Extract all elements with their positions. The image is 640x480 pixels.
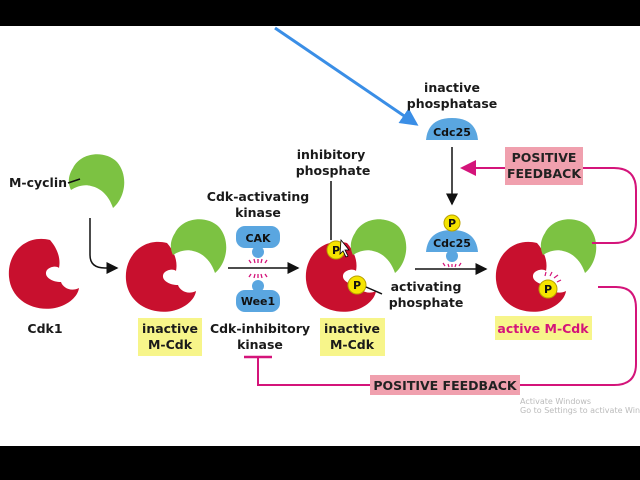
inactive-mcdk-label-box	[138, 318, 202, 356]
svg-text:P: P	[332, 244, 340, 257]
cdk-activating-kinase-label-1: Cdk-activating	[207, 189, 309, 204]
cak-enzyme: CAK	[236, 226, 280, 258]
active-mcdk-label-box	[495, 316, 592, 340]
positive-feedback-loop-bottom	[257, 286, 637, 386]
activate-windows-subtitle: Go to Settings to activate Windows.	[520, 406, 640, 415]
mouse-cursor	[339, 238, 350, 258]
cdk-inhibitory-kinase-label-1: Cdk-inhibitory	[210, 321, 310, 336]
inhibitory-phosphate-label-2: phosphate	[296, 163, 371, 178]
positive-feedback-loop-top	[460, 160, 637, 244]
cdk-inhibitory-kinase-label-2: kinase	[237, 337, 283, 352]
binding-arrow	[89, 218, 119, 274]
positive-feedback-bottom-label: POSITIVE FEEDBACK	[373, 378, 518, 393]
activity-marks	[248, 258, 268, 279]
svg-text:CAK: CAK	[245, 232, 271, 245]
wee1-enzyme: Wee1	[236, 280, 280, 312]
cdc25-active: Cdc25 P	[426, 214, 478, 262]
active-phosphate: P	[538, 279, 558, 299]
cdk1-label: Cdk1	[27, 321, 62, 336]
svg-text:P: P	[544, 283, 552, 296]
svg-text:Cdc25: Cdc25	[433, 126, 471, 139]
signal-arrow	[274, 26, 419, 126]
positive-feedback-top-line2: FEEDBACK	[507, 166, 582, 181]
cdc25-inactive: Cdc25	[426, 118, 478, 140]
svg-text:P: P	[353, 279, 361, 292]
activate-windows-title: Activate Windows	[520, 397, 591, 406]
positive-feedback-top-line1: POSITIVE	[512, 150, 577, 165]
inactive-mcdk-2-label-line1: inactive	[324, 321, 380, 336]
activating-phosphate-label-2: phosphate	[389, 295, 464, 310]
svg-text:Cdc25: Cdc25	[433, 237, 471, 250]
inactive-phosphatase-label-1: inactive	[424, 80, 480, 95]
activating-phosphate-label-1: activating	[391, 279, 462, 294]
inactive-phosphatase-label-2: phosphatase	[407, 96, 498, 111]
m-cyclin-label: M-cyclin	[9, 175, 67, 190]
slide-background	[0, 26, 640, 446]
active-mcdk-label: active M-Cdk	[497, 321, 589, 336]
positive-feedback-top-box	[505, 147, 583, 185]
svg-text:Wee1: Wee1	[241, 295, 275, 308]
activating-phosphate: P	[347, 275, 367, 295]
inactive-mcdk-label-line1: inactive	[142, 321, 198, 336]
positive-feedback-bottom-box	[370, 375, 520, 395]
inhibitory-phosphate-label-1: inhibitory	[297, 147, 365, 162]
inactive-mcdk-label-line2: M-Cdk	[148, 337, 193, 352]
cdk-activating-kinase-label-2: kinase	[235, 205, 281, 220]
svg-text:P: P	[448, 217, 456, 230]
inactive-mcdk-2-label-box	[320, 318, 385, 356]
inactive-mcdk-2-label-line2: M-Cdk	[330, 337, 375, 352]
